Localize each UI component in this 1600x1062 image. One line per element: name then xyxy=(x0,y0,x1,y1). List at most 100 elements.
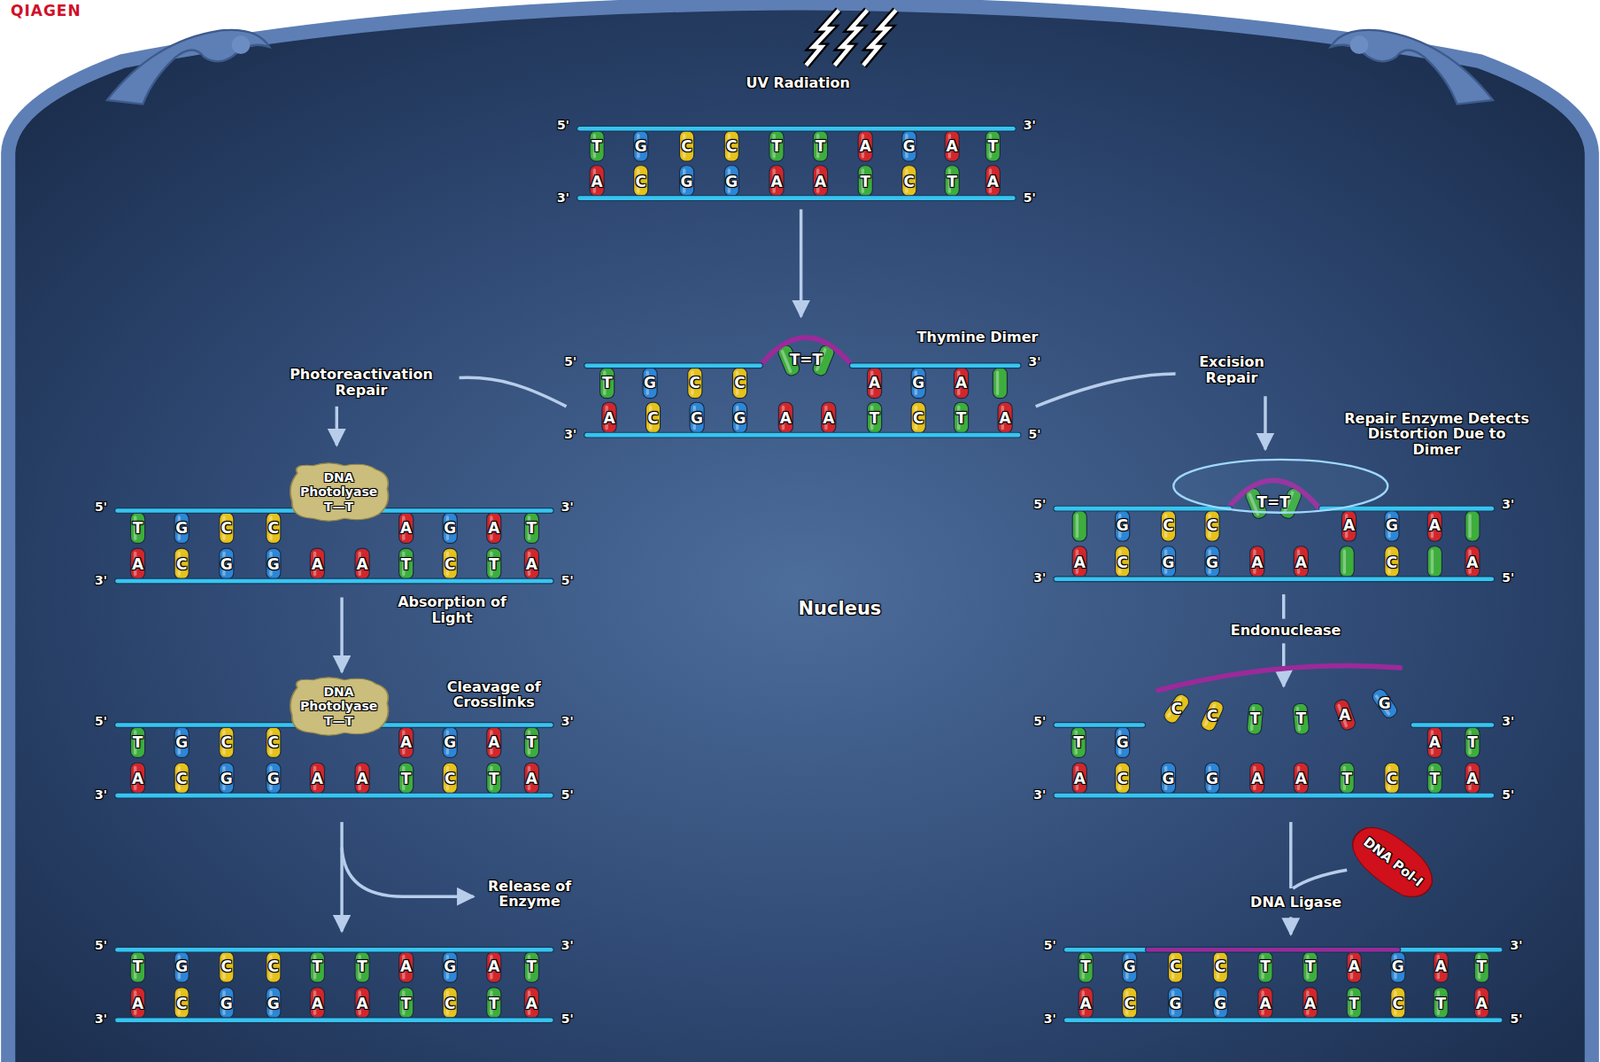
base-body xyxy=(867,367,882,399)
base-body xyxy=(1346,987,1361,1019)
base-letter: A xyxy=(487,958,500,975)
base-letter: A xyxy=(602,409,615,427)
base-letter: C xyxy=(268,518,279,536)
base-letter: G xyxy=(220,770,233,788)
base-body xyxy=(486,987,502,1019)
base-body xyxy=(1071,726,1086,758)
base-cylinder xyxy=(131,987,146,1019)
base-cylinder xyxy=(812,165,828,197)
base-letter: C xyxy=(176,556,187,573)
base-letter: T xyxy=(1259,958,1271,975)
nucleus xyxy=(7,2,1593,1062)
base-letter: T xyxy=(956,409,967,427)
base-letter: T xyxy=(1341,770,1353,788)
base-body xyxy=(1391,987,1406,1019)
base-letter: A xyxy=(770,173,782,191)
strand-end: 3' xyxy=(1033,788,1046,802)
base-body xyxy=(219,987,234,1019)
base-letter: C xyxy=(176,994,187,1012)
base-cylinder xyxy=(1332,697,1357,732)
base-cylinder xyxy=(1465,510,1480,542)
base-body xyxy=(1258,987,1273,1019)
base-shine xyxy=(1075,513,1079,539)
base-body xyxy=(1213,950,1228,982)
base-letter: A xyxy=(1466,554,1478,572)
base-body xyxy=(1427,546,1442,578)
base-body xyxy=(219,950,234,982)
base-body xyxy=(1339,762,1354,794)
base-letter: A xyxy=(525,770,538,788)
base-cylinder xyxy=(1246,703,1264,735)
base-letter: G xyxy=(443,733,457,750)
strand-shadow xyxy=(587,362,761,369)
base-cylinder xyxy=(524,512,539,544)
base-cylinder xyxy=(589,165,604,197)
base-cylinder xyxy=(486,950,502,982)
base-cylinder xyxy=(1072,546,1087,578)
base-letter: G xyxy=(1205,770,1219,788)
strand-end: 3' xyxy=(1028,355,1042,369)
base-cylinder xyxy=(219,987,234,1019)
strand-end: 3' xyxy=(1033,571,1046,586)
base-cylinder xyxy=(1346,987,1361,1019)
dna-strand xyxy=(1066,947,1500,952)
base-letter: G xyxy=(1391,958,1405,975)
base-body xyxy=(174,987,189,1019)
base-cylinder xyxy=(309,762,325,794)
base-cylinder xyxy=(1427,546,1442,578)
base-body xyxy=(309,762,325,794)
base-body xyxy=(602,401,617,433)
photolyase-enzyme: DNA PhotolyaseT—T xyxy=(286,674,392,738)
base-body xyxy=(1433,950,1448,982)
base-cylinder xyxy=(131,512,146,544)
base-cylinder xyxy=(1115,726,1130,758)
base-letter: A xyxy=(591,173,603,191)
strand-end: 5' xyxy=(1023,191,1036,205)
base-letter: A xyxy=(1074,554,1086,572)
base-cylinder xyxy=(174,726,189,758)
base-body xyxy=(1384,762,1400,794)
base-letter: A xyxy=(356,994,369,1012)
base-body xyxy=(1205,546,1220,578)
base-body xyxy=(131,726,146,758)
base-letter: T xyxy=(602,374,613,392)
strand-end: 3' xyxy=(561,714,574,728)
base-letter: A xyxy=(1074,770,1086,788)
base-cylinder xyxy=(778,401,793,433)
strand-end: 3' xyxy=(1501,714,1515,728)
base-cylinder xyxy=(486,512,502,544)
base-letter: G xyxy=(1116,517,1129,534)
dna-strand xyxy=(579,126,1014,132)
base-letter: C xyxy=(689,374,701,392)
base-letter: T xyxy=(946,173,958,191)
base-body xyxy=(769,165,784,197)
base-body xyxy=(992,367,1007,399)
base-body xyxy=(524,762,539,794)
base-letter: T xyxy=(132,958,144,975)
base-body xyxy=(266,987,281,1019)
base-body xyxy=(486,762,502,794)
base-cylinder xyxy=(769,165,784,197)
base-cylinder xyxy=(1465,546,1480,578)
base-body xyxy=(867,401,882,433)
base-body xyxy=(442,726,457,758)
base-letter: A xyxy=(1466,770,1478,788)
base-letter: A xyxy=(400,733,412,750)
base-cylinder xyxy=(131,950,146,982)
dna-strand xyxy=(117,947,552,952)
base-letter: A xyxy=(1429,733,1441,750)
base-body xyxy=(1427,510,1442,542)
base-body xyxy=(944,131,959,163)
base-cylinder xyxy=(266,762,281,794)
base-cylinder xyxy=(769,131,784,163)
base-body xyxy=(442,950,457,982)
base-letter: A xyxy=(946,137,959,155)
base-body xyxy=(1346,950,1361,982)
base-letter: G xyxy=(267,556,280,573)
base-letter: T xyxy=(132,733,144,750)
base-letter: C xyxy=(1392,994,1404,1012)
base-cylinder xyxy=(355,548,370,580)
